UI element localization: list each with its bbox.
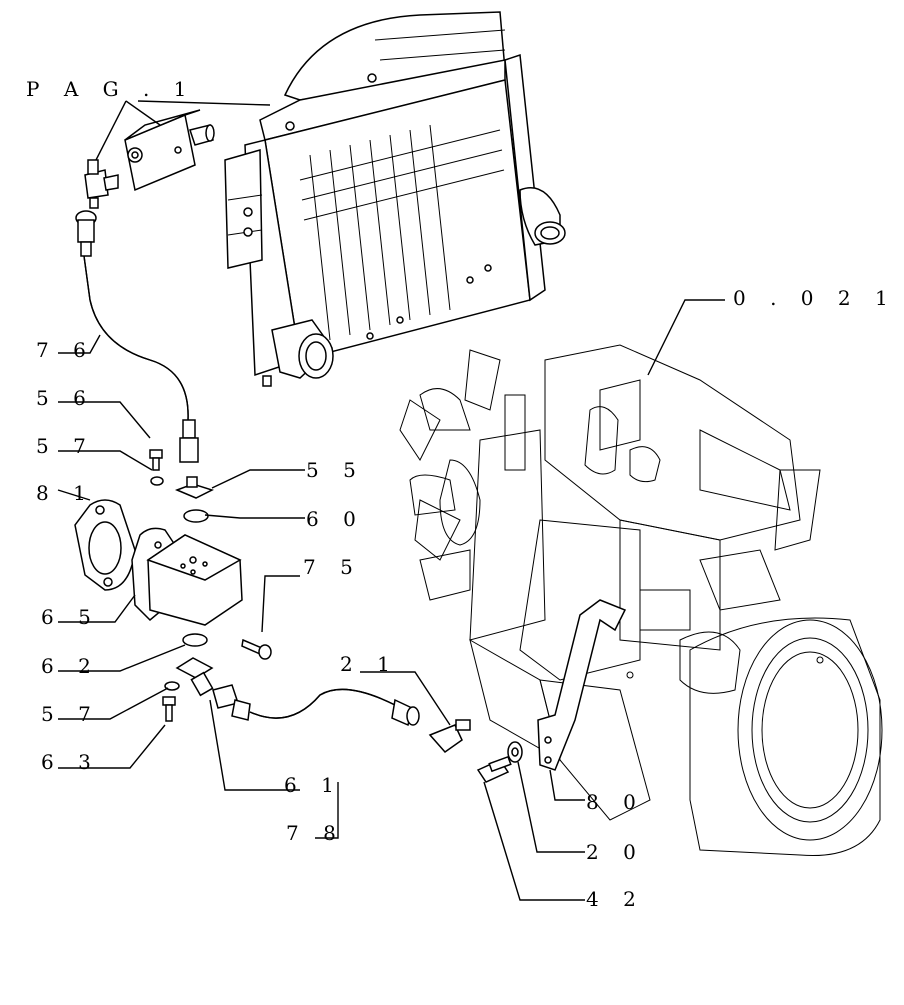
callout-63: 6 3 xyxy=(41,750,100,774)
callout-60: 6 0 xyxy=(306,507,365,531)
callout-78: 7 8 xyxy=(286,821,345,845)
callout-81: 8 1 xyxy=(36,481,95,505)
callout-20: 2 0 xyxy=(586,840,645,864)
flange-55 xyxy=(174,476,214,523)
callout-56: 5 6 xyxy=(36,386,95,410)
callout-42: 4 2 xyxy=(586,887,645,911)
callout-80: 8 0 xyxy=(586,790,645,814)
callout-61: 6 1 xyxy=(284,773,343,797)
callout-76: 7 6 xyxy=(36,338,95,362)
bolt-42-washer-20 xyxy=(476,741,523,783)
screw-57-top xyxy=(149,449,164,486)
lower-fittings xyxy=(162,633,214,722)
callout-75: 7 5 xyxy=(303,555,362,579)
leader-lines xyxy=(57,100,725,901)
elbow-21 xyxy=(428,719,471,754)
callout-62: 6 2 xyxy=(41,654,100,678)
gasket-81 xyxy=(74,499,136,591)
callout-65: 6 5 xyxy=(41,605,100,629)
callout-57-bottom: 5 7 xyxy=(41,702,100,726)
callout-57-top: 5 7 xyxy=(36,434,95,458)
callout-0021: 0 . 0 2 1 xyxy=(733,286,897,310)
callout-55: 5 5 xyxy=(306,458,365,482)
sensor-block xyxy=(84,109,215,209)
callout-pag1: P A G . 1 xyxy=(26,77,196,101)
bracket-80 xyxy=(537,599,627,771)
hose-76 xyxy=(75,210,199,463)
engine-block xyxy=(399,344,883,857)
screw-75 xyxy=(241,638,272,660)
housing-65 xyxy=(131,527,243,626)
radiator-assembly xyxy=(224,11,566,387)
hose-78 xyxy=(212,684,420,727)
callout-21: 2 1 xyxy=(340,652,399,676)
